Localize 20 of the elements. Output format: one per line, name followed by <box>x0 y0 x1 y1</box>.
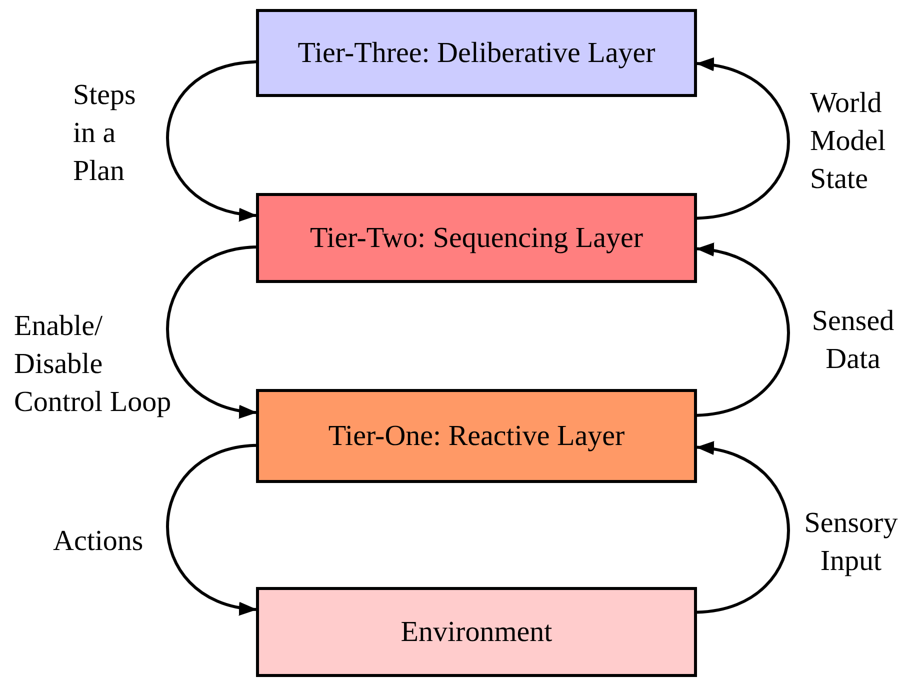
box-label: Environment <box>400 615 552 649</box>
curved-arrow <box>166 246 257 417</box>
edge-label: Sensory Input <box>803 506 899 579</box>
layer-box <box>256 193 697 283</box>
box-label: Tier-One: Reactive Layer <box>328 419 625 453</box>
layer-box <box>256 587 697 677</box>
layer-box <box>256 9 697 97</box>
edge-label: World Model State <box>810 86 887 197</box>
layer-box <box>256 389 697 483</box>
box-label: Tier-Two: Sequencing Layer <box>310 221 643 255</box>
curved-arrow <box>166 60 257 220</box>
box-label: Tier-Three: Deliberative Layer <box>298 36 656 70</box>
curved-arrow <box>696 442 790 614</box>
curved-arrow <box>696 244 790 417</box>
curved-arrow <box>696 59 790 220</box>
edge-label: Actions <box>53 524 144 559</box>
edge-label: Sensed Data <box>810 304 896 377</box>
edge-label: Steps in a Plan <box>73 78 137 189</box>
curved-arrow <box>166 444 257 614</box>
edge-label: Enable/ Disable Control Loop <box>14 309 172 420</box>
